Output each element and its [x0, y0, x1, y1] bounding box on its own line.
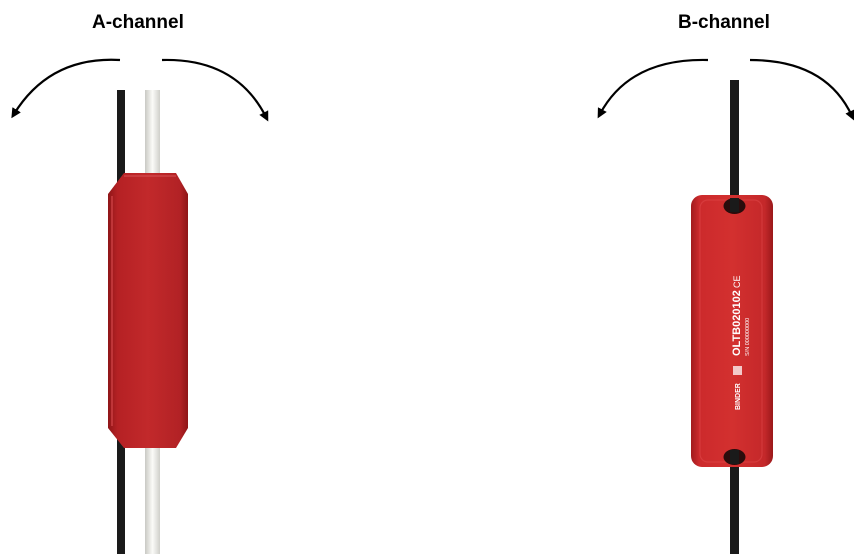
- a-channel-illustration: [11, 58, 269, 554]
- rotate-right-arrow: [749, 58, 854, 121]
- sensor-body: [108, 173, 188, 448]
- brand-logo-text: BINDER: [735, 383, 742, 410]
- brand-logo-mark: [733, 366, 742, 375]
- a-channel-title: A-channel: [92, 12, 184, 33]
- a-channel-panel: A-channel: [0, 0, 300, 560]
- rotate-left-arrow: [597, 58, 709, 119]
- b-channel-illustration: OLTB020102 S/N 000000000 CE BINDER: [597, 58, 854, 554]
- b-channel-panel: B-channel OLTB020102: [580, 0, 854, 560]
- ce-mark: CE: [732, 275, 742, 288]
- b-channel-title: B-channel: [678, 12, 770, 33]
- rotate-right-arrow: [161, 58, 269, 122]
- rotate-left-arrow: [11, 58, 121, 119]
- serial-number: S/N 000000000: [745, 318, 751, 356]
- model-number: OLTB020102: [731, 290, 743, 356]
- sensor-body: [691, 195, 773, 467]
